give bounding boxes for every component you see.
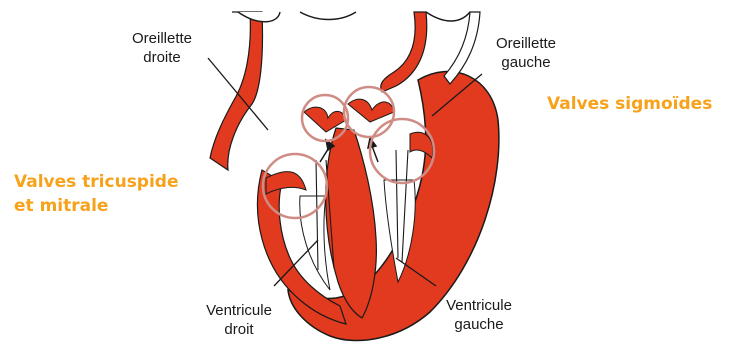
left-atrium-label-line-1: Oreillette [480, 34, 572, 53]
great-vessels [238, 12, 470, 22]
semilunar-valves-text: Valves sigmoïdes [547, 94, 712, 114]
semilunar-valves-label: Valves sigmoïdes [547, 92, 712, 116]
av-valves-line-1: Valves tricuspide [14, 170, 179, 194]
right-ventricle-label-line-1: Ventricule [196, 301, 282, 320]
right-atrium-label-line-2: droite [118, 48, 206, 67]
left-ventricle-label-line-2: gauche [436, 315, 522, 334]
left-atrium-label-line-2: gauche [480, 53, 572, 72]
av-valves-line-2: et mitrale [14, 194, 179, 218]
left-atrium-label: Oreillette gauche [480, 34, 572, 72]
tricuspid-leaflet [266, 172, 306, 194]
left-ventricle-label: Ventricule gauche [436, 296, 522, 334]
right-ventricle-label: Ventricule droit [196, 301, 282, 339]
aortic-valve-cusps [348, 99, 394, 122]
right-atrium-label: Oreillette droite [118, 29, 206, 67]
av-valves-label: Valves tricuspide et mitrale [14, 170, 179, 218]
right-atrium-label-line-1: Oreillette [118, 29, 206, 48]
left-ventricle-label-line-1: Ventricule [436, 296, 522, 315]
septum [326, 128, 377, 318]
right-ventricle-label-line-2: droit [196, 320, 282, 339]
